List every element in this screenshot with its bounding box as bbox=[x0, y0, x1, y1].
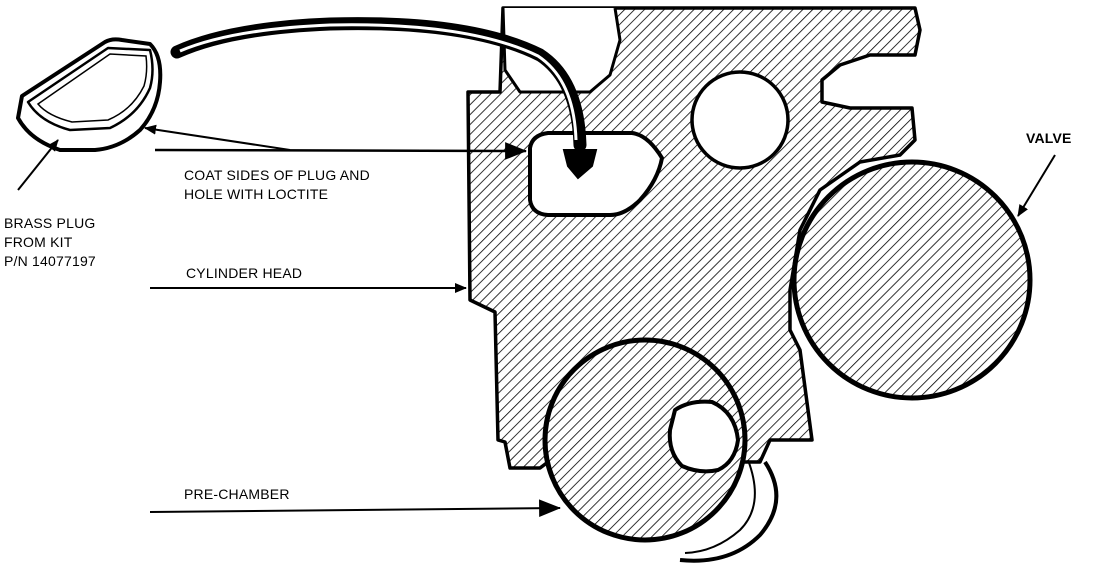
label-valve: VALVE bbox=[1026, 130, 1072, 146]
label-pre-chamber: PRE-CHAMBER bbox=[184, 486, 290, 502]
label-cylinder-head: CYLINDER HEAD bbox=[186, 265, 302, 281]
pre-chamber-arrow bbox=[149, 499, 562, 518]
valve-arrow bbox=[1017, 154, 1056, 217]
label-coat-line2: HOLE WITH LOCTITE bbox=[184, 186, 328, 202]
label-brass-plug-line2: FROM KIT bbox=[4, 234, 73, 250]
label-brass-plug-line1: BRASS PLUG bbox=[4, 215, 95, 231]
installer-tube-inner bbox=[179, 23, 578, 141]
coat-leader-right bbox=[154, 142, 528, 160]
pre-chamber-outer-arc bbox=[679, 460, 779, 563]
head-bore bbox=[690, 70, 790, 170]
pre-chamber-inner-arc bbox=[684, 459, 756, 554]
brass-plug-arrow bbox=[17, 139, 59, 191]
brass-plug-top-face bbox=[26, 46, 154, 132]
label-brass-plug-line3: P/N 14077197 bbox=[4, 253, 96, 269]
head-top-notch bbox=[501, 7, 622, 94]
brass-plug-inner-rim bbox=[36, 53, 148, 123]
pre-chamber bbox=[542, 337, 748, 543]
coat-leader-left bbox=[144, 124, 291, 151]
plug-hole bbox=[528, 131, 664, 217]
label-coat-line1: COAT SIDES OF PLUG AND bbox=[184, 167, 370, 183]
tube-tip bbox=[562, 149, 598, 180]
valve bbox=[791, 159, 1033, 401]
pre-chamber-passage bbox=[667, 399, 740, 474]
